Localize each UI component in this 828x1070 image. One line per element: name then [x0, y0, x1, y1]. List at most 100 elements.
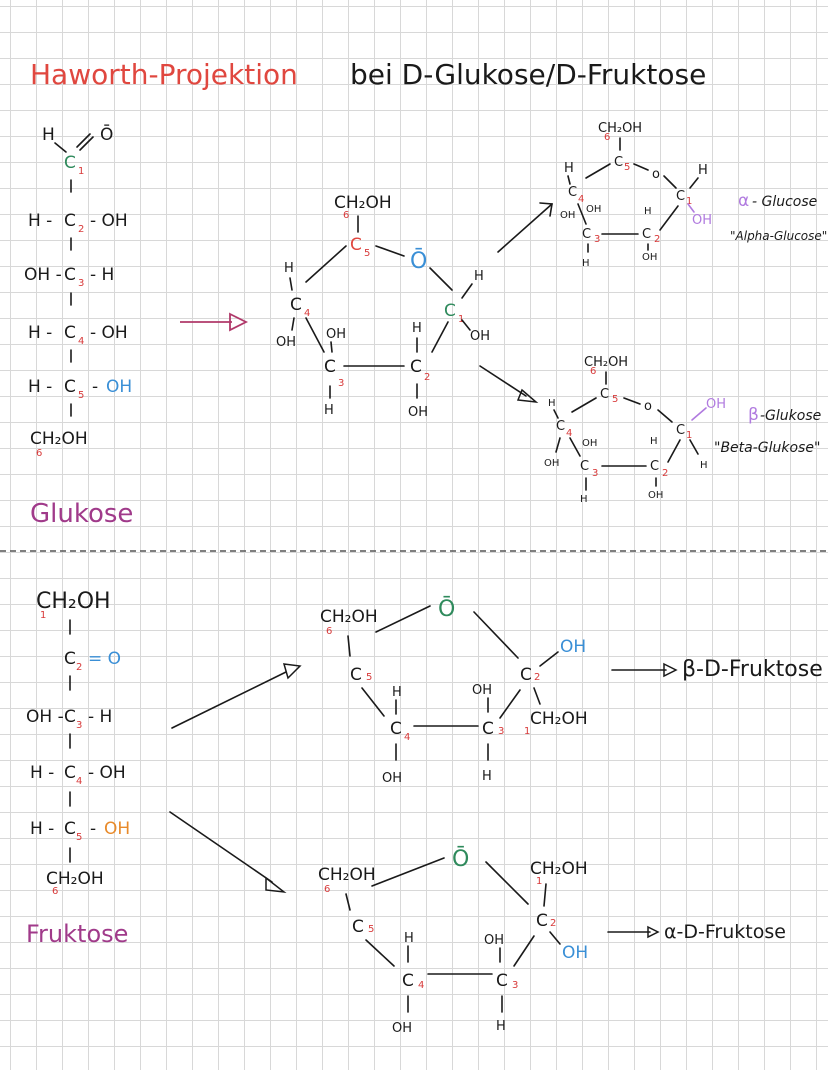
glc-r-c5-num: 5	[364, 248, 370, 259]
afru-oh: OH	[562, 943, 588, 963]
beta-c1: C	[676, 423, 685, 438]
fru-f-c2-num: 2	[76, 662, 82, 673]
beta-c3: C	[580, 459, 589, 474]
afru-c5-num: 5	[368, 924, 374, 935]
bond	[291, 317, 295, 331]
bond	[347, 635, 351, 657]
alpha-c5: C	[614, 155, 623, 170]
bond	[555, 437, 561, 453]
bond	[663, 175, 677, 189]
afru-c2: C	[536, 911, 548, 931]
fru-f-c6-num: 6	[52, 886, 58, 897]
bond	[375, 605, 431, 633]
glc-f-c5-num: 5	[78, 390, 84, 401]
bfru-c6-num: 6	[326, 626, 332, 637]
glc-f-r3-left: OH -	[24, 265, 62, 285]
bond	[485, 861, 529, 905]
beta-c5-num: 5	[612, 394, 618, 405]
fru-f-r4-right: - OH	[88, 763, 126, 783]
alpha-alias: "Alpha-Glucose"	[730, 229, 827, 243]
bond	[659, 205, 679, 231]
alpha-fructose: Ō CH₂OH 6 C 5 H C 4 OH OH C 3 H CH₂OH 1 …	[318, 846, 786, 1036]
bond	[543, 883, 547, 907]
bond	[499, 689, 521, 719]
bond	[585, 163, 611, 179]
alpha-c3-h: H	[582, 258, 590, 269]
glucose-ring: CH₂OH 6 C 5 Ō H C 4 OH H C 1 OH OH C 3 H…	[276, 193, 490, 420]
glc-f-r4-left: H -	[28, 323, 52, 343]
bond	[569, 437, 581, 457]
glc-f-top-o: Ō	[100, 123, 113, 145]
fru-f-r5-left: H -	[30, 819, 54, 839]
alpha-c2-num: 2	[654, 234, 660, 245]
glc-f-c2: C	[64, 211, 76, 231]
arrow-to-alpha	[497, 202, 553, 253]
bfru-c3: C	[482, 719, 494, 739]
beta-c2-num: 2	[662, 468, 668, 479]
alpha-label: - Glucose	[752, 194, 817, 210]
alpha-c6-num: 6	[604, 132, 610, 143]
bond	[687, 203, 695, 213]
bfru-c3-num: 3	[498, 726, 504, 737]
bond	[345, 893, 351, 911]
bond	[375, 245, 405, 257]
bond	[571, 397, 597, 413]
bond	[623, 397, 641, 405]
alpha-c3: C	[582, 227, 591, 242]
alpha-oh: OH	[692, 213, 712, 228]
glc-r-c2-oh: OH	[408, 405, 428, 420]
bond	[577, 203, 587, 225]
beta-c4-num: 4	[566, 428, 572, 439]
bond	[289, 277, 293, 291]
bond	[513, 935, 535, 967]
fru-f-c1: CH₂OH	[36, 589, 111, 614]
bond	[461, 319, 471, 331]
glc-f-r3-right: - H	[90, 265, 114, 285]
glc-f-c4-num: 4	[78, 336, 84, 347]
alpha-c4: C	[568, 185, 577, 200]
bond	[371, 857, 445, 887]
glc-r-c3-num: 3	[338, 378, 344, 389]
glc-r-c6-num: 6	[343, 210, 349, 221]
glc-f-c5: C	[64, 377, 76, 397]
afru-c4-h: H	[404, 931, 414, 946]
afru-ch2oh6: CH₂OH	[318, 865, 376, 885]
afru-c3-oh: OH	[484, 933, 504, 948]
beta-c6-num: 6	[590, 366, 596, 377]
afru-c5: C	[352, 917, 364, 937]
bond	[667, 439, 681, 463]
afru-c6-num: 6	[324, 884, 330, 895]
glc-r-c1-oh: OH	[470, 329, 490, 344]
glc-r-c3: C	[324, 357, 336, 377]
beta-ch2oh: CH₂OH	[584, 355, 628, 370]
fru-f-c4-num: 4	[76, 776, 82, 787]
fructose-fischer: CH₂OH 1 C 2 = O OH - C 3 - H H - C 4 - O…	[26, 589, 130, 948]
beta-c3-oh: OH	[582, 438, 597, 449]
beta-oh: OH	[706, 397, 726, 412]
bfru-c2-num: 2	[534, 672, 540, 683]
glc-f-c1-num: 1	[78, 166, 84, 177]
glc-r-c4-num: 4	[304, 308, 310, 319]
glc-f-c2-num: 2	[78, 224, 84, 235]
alpha-c2-oh: OH	[642, 252, 657, 263]
bond	[361, 687, 385, 717]
alpha-c4-h: H	[564, 161, 574, 176]
glc-f-c3-num: 3	[78, 278, 84, 289]
bfru-c3-oh: OH	[472, 683, 492, 698]
beta-h-bot: H	[700, 460, 708, 471]
afru-c4-num: 4	[418, 980, 424, 991]
alpha-c5-num: 5	[624, 162, 630, 173]
beta-alias: "Beta-Glukose"	[714, 440, 820, 456]
bfru-c4-h: H	[392, 685, 402, 700]
bond	[330, 341, 333, 353]
bond	[305, 317, 325, 353]
bond	[79, 136, 94, 151]
beta-fructose: Ō CH₂OH 6 C 5 H C 4 OH OH C 3 H C 2 OH C…	[320, 596, 823, 786]
glc-r-c4-oh: OH	[276, 335, 296, 350]
glc-r-o: Ō	[410, 248, 427, 274]
result-arrowhead	[647, 925, 660, 939]
fru-f-c5-num: 5	[76, 832, 82, 843]
glc-r-c4: C	[290, 295, 302, 315]
bfru-c4-num: 4	[404, 732, 410, 743]
fructose-label: Fruktose	[26, 920, 128, 948]
